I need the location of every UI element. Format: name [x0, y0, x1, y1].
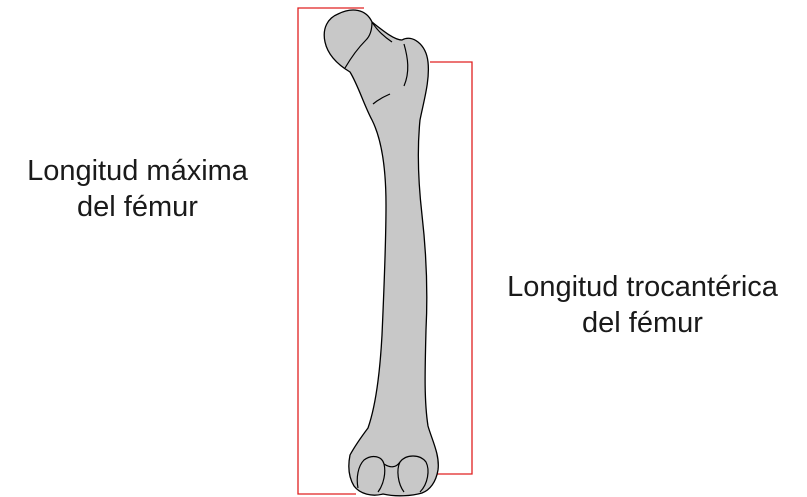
trochanteric-length-bracket — [430, 62, 472, 474]
femur-bone — [324, 10, 438, 496]
